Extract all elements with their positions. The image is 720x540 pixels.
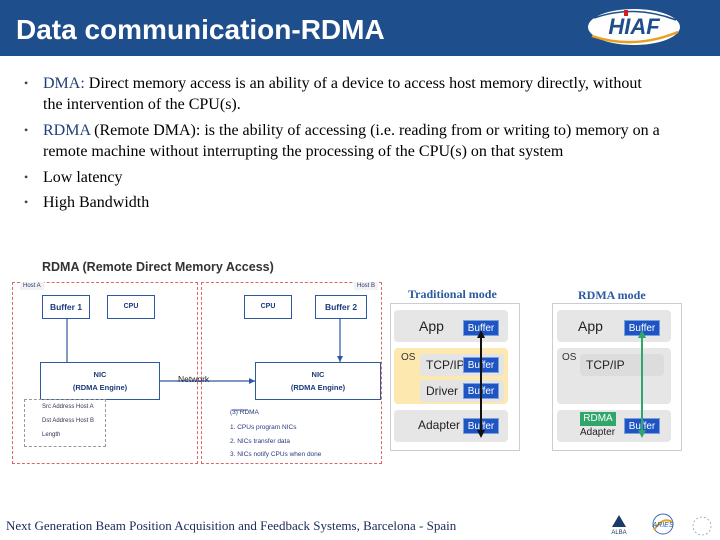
rdma-tcpip-label: TCP/IP bbox=[586, 358, 625, 372]
bullet-dma: •DMA: Direct memory access is an ability… bbox=[24, 75, 642, 113]
step-2: 2. NICs transfer data bbox=[230, 438, 290, 445]
nic-a: NIC(RDMA Engine) bbox=[40, 362, 160, 400]
rdma-diagram: RDMA (Remote Direct Memory Access) Host … bbox=[12, 258, 394, 464]
rdma-arrows bbox=[66, 319, 343, 411]
rdma-os-label: OS bbox=[562, 352, 577, 363]
trad-os-label: OS bbox=[401, 352, 416, 363]
host-a-box bbox=[12, 282, 198, 464]
rdma-app-label: App bbox=[578, 318, 603, 334]
address-box bbox=[24, 399, 106, 447]
network-label: Network bbox=[178, 374, 210, 384]
footer-text: Next Generation Beam Position Acquisitio… bbox=[6, 518, 457, 533]
rdma-engine-block: RDMA bbox=[580, 412, 616, 426]
svg-text:HIAF: HIAF bbox=[608, 14, 660, 39]
alba-logo: ALBA bbox=[611, 515, 627, 536]
aries-logo: ARIES bbox=[651, 513, 674, 535]
trad-data-path-arrow bbox=[477, 330, 485, 438]
trad-adapter-label: Adapter bbox=[418, 418, 461, 432]
corner-decoration bbox=[692, 516, 712, 536]
rdma-data-path-arrow bbox=[638, 330, 646, 438]
buffer-2: Buffer 2 bbox=[315, 295, 367, 319]
trad-driver-label: Driver bbox=[426, 384, 458, 398]
src-address: Src Address Host A bbox=[42, 404, 94, 410]
bullet-list: •DMA: Direct memory access is an ability… bbox=[24, 73, 664, 218]
dst-address: Dst Address Host B bbox=[42, 418, 95, 424]
step-3: 3. NICs notify CPUs when done bbox=[230, 451, 322, 458]
bullet-latency: •Low latency bbox=[24, 169, 123, 186]
hiaf-logo: HIAF bbox=[588, 9, 680, 45]
steps-title: (3) RDMA bbox=[230, 409, 259, 416]
nic-b: NIC(RDMA Engine) bbox=[255, 362, 381, 400]
cpu-b: CPU bbox=[244, 295, 292, 319]
bullet-bandwidth: •High Bandwidth bbox=[24, 194, 150, 211]
svg-text:ALBA: ALBA bbox=[611, 530, 626, 536]
host-b-label: Host B bbox=[354, 282, 379, 290]
title-bar: Data communication-RDMA HIAF bbox=[0, 0, 720, 56]
slide-title: Data communication-RDMA bbox=[16, 14, 385, 45]
traditional-mode-title: Traditional mode bbox=[408, 287, 497, 301]
trad-app-label: App bbox=[419, 318, 444, 334]
trad-tcpip-label: TCP/IP bbox=[426, 358, 465, 372]
host-a-label: Host A bbox=[20, 282, 44, 290]
bullet-rdma: •RDMA (Remote DMA): is the ability of ac… bbox=[24, 122, 660, 160]
svg-text:ARIES: ARIES bbox=[651, 522, 673, 529]
rdma-adapter-label: Adapter bbox=[580, 427, 616, 438]
host-b-box bbox=[201, 282, 382, 464]
buffer-1: Buffer 1 bbox=[42, 295, 90, 319]
rdma-diagram-title: RDMA (Remote Direct Memory Access) bbox=[42, 260, 274, 274]
cpu-a: CPU bbox=[107, 295, 155, 319]
rdma-mode-title: RDMA mode bbox=[578, 288, 646, 302]
step-1: 1. CPUs program NICs bbox=[230, 424, 297, 431]
length-label: Length bbox=[42, 432, 61, 438]
